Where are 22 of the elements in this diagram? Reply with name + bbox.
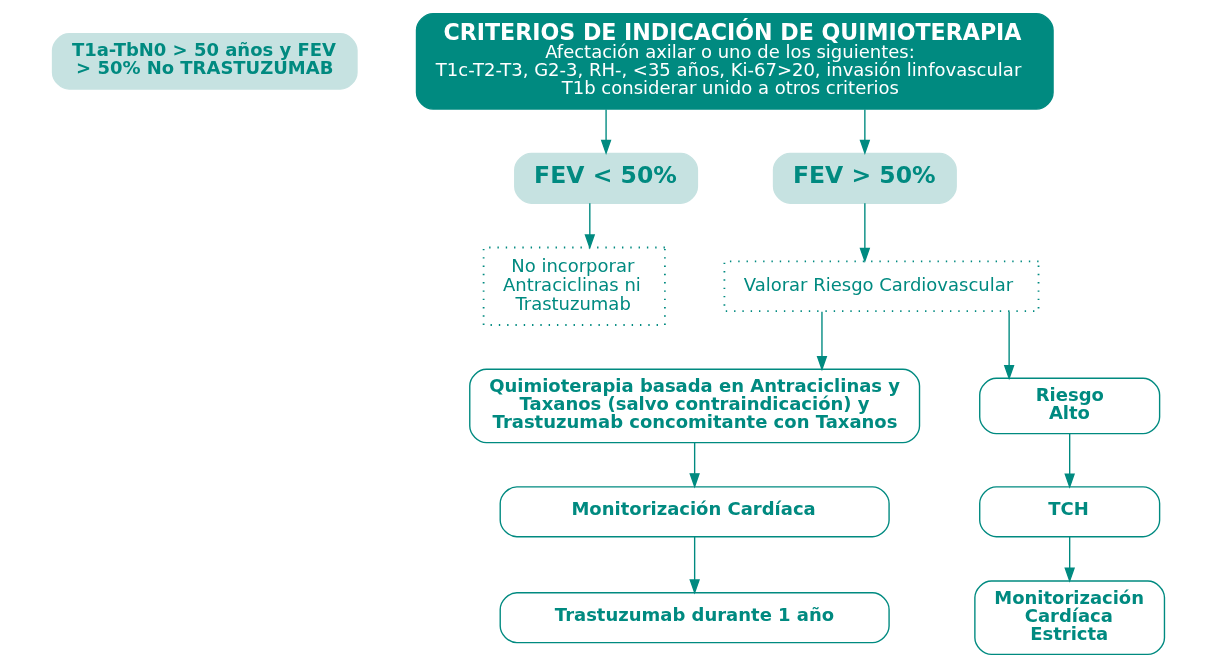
node-box: Quimioterapia basada en Antraciclinas y Taxanos (salvo contraindicación) y Trastuzumab concomitante con Taxanos	[468, 368, 920, 444]
node-box: Riesgo Alto	[978, 377, 1160, 435]
node-box: CRITERIOS DE INDICACIÓN DE QUIMIOTERAPIA Afectación axilar o uno de los siguientes: T1c-T2-T3, G2-3, RH-, <35 años, Ki-67>20, invasión linfovascular T1b considerar unido a otros criterios	[415, 12, 1054, 110]
arrow	[600, 108, 611, 155]
node-box: Trastuzumab durante 1 año	[499, 592, 890, 644]
node-box: FEV > 50%	[772, 152, 957, 204]
arrow	[688, 536, 700, 595]
arrow	[816, 310, 827, 372]
node-box: FEV < 50%	[513, 152, 698, 204]
arrow	[859, 108, 870, 155]
node-box: Monitorización Cardíaca Estricta	[973, 580, 1165, 656]
node-box: T1a-TbN0 > 50 años y FEV > 50% No TRASTUZUMAB	[51, 33, 358, 90]
arrow	[1063, 536, 1075, 583]
arrow	[688, 442, 700, 489]
arrow	[1003, 310, 1014, 381]
arrow	[1063, 433, 1075, 489]
node-box: Monitorización Cardíaca	[499, 486, 890, 538]
arrow	[584, 202, 595, 250]
node-box: TCH	[978, 486, 1160, 538]
node-box: No incorporar Antraciclinas ni Trastuzumab	[482, 246, 666, 326]
arrow	[859, 202, 870, 264]
node-box: Valorar Riesgo Cardiovascular	[723, 260, 1039, 313]
